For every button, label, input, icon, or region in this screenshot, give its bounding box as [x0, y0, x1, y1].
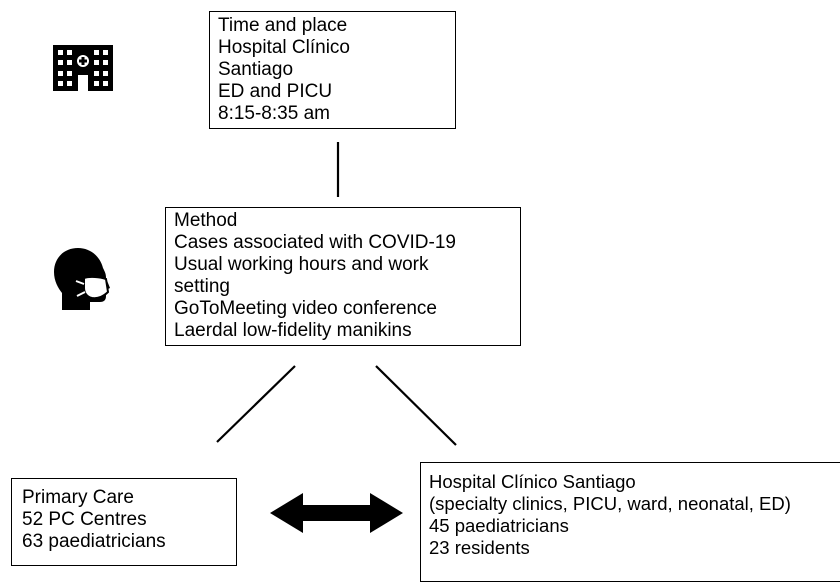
method-line: GoToMeeting video conference [174, 298, 437, 319]
connector-method-to-primary [216, 365, 296, 443]
method-line: Laerdal low-fidelity manikins [174, 320, 412, 341]
time-place-line: ED and PICU [218, 81, 333, 102]
connector-method-to-hospital [375, 365, 457, 446]
method-line: setting [174, 276, 230, 297]
time-place-line: 8:15-8:35 am [218, 103, 330, 124]
hospital-title: Hospital Clínico Santiago [429, 471, 636, 492]
primary-care-line: 52 PC Centres [22, 509, 147, 530]
method-title: Method [174, 210, 238, 231]
time-and-place-box: Time and place Hospital Clínico Santiago… [209, 11, 456, 129]
time-place-title: Time and place [218, 15, 348, 36]
hospital-line: 23 residents [429, 537, 530, 558]
method-box: Method Cases associated with COVID-19 Us… [165, 207, 521, 346]
hospital-line: (specialty clinics, PICU, ward, neonatal… [429, 493, 791, 514]
masked-person-icon [54, 248, 110, 310]
time-place-line: Santiago [218, 59, 294, 80]
hospital-box: Hospital Clínico Santiago (specialty cli… [420, 462, 840, 582]
hospital-building-icon [53, 45, 113, 91]
primary-care-box: Primary Care 52 PC Centres 63 paediatric… [11, 478, 237, 566]
primary-care-title: Primary Care [22, 487, 134, 508]
time-place-line: Hospital Clínico [218, 37, 350, 58]
hospital-line: 45 paediatricians [429, 515, 569, 536]
primary-care-line: 63 paediatricians [22, 531, 166, 552]
method-line: Cases associated with COVID-19 [174, 232, 456, 253]
double-headed-arrow-icon [270, 493, 403, 533]
method-line: Usual working hours and work [174, 254, 429, 275]
